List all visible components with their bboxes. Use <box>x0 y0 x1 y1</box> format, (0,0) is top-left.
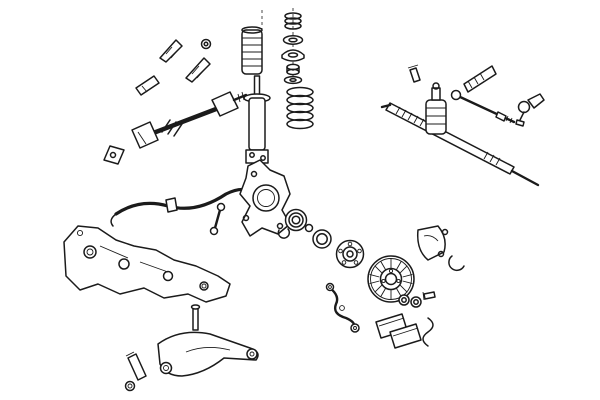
steering-coupling-icon <box>463 65 497 93</box>
outer-cv-joint-icon <box>135 75 160 96</box>
mount-bolt-icon <box>422 291 436 301</box>
strut-top-mount-icon <box>281 49 305 62</box>
pad-wear-clip-icon <box>422 317 434 347</box>
snap-ring-icon <box>277 228 291 239</box>
rack-mounting-bolt-icon <box>407 64 421 83</box>
stabilizer-bar-icon <box>110 187 254 227</box>
pinion-housing-icon <box>425 82 447 135</box>
inner-tie-rod-icon <box>450 89 516 124</box>
cv-boot-large-icon <box>185 57 211 83</box>
shock-absorber-icon <box>243 75 271 164</box>
strut-mount-washer-icon <box>282 35 304 45</box>
stabilizer-link-icon <box>209 202 226 236</box>
caliper-carrier-icon <box>416 225 449 261</box>
strut-mount-bushing-icon <box>286 63 300 76</box>
bump-stop-boot-icon <box>241 26 263 75</box>
spring-seat-cup-icon <box>283 75 303 85</box>
control-arm-icon <box>157 331 259 377</box>
boot-clamp-nut-icon <box>200 38 212 50</box>
brake-disc-icon <box>367 255 415 303</box>
spacer-ring-icon <box>304 223 314 233</box>
brake-hose-icon <box>325 282 360 333</box>
retaining-clip-icon <box>448 255 465 272</box>
coil-spring-icon <box>286 86 314 130</box>
drive-shaft-icon <box>131 91 248 149</box>
bearing-race-icon <box>312 229 332 249</box>
wheel-hub-icon <box>335 239 365 269</box>
wheel-bearing-icon <box>284 208 308 232</box>
rubber-mounts-icon <box>398 294 422 308</box>
pivot-bolt-icon <box>125 351 147 381</box>
arm-bolt-icon <box>190 304 201 331</box>
subframe-icon <box>63 225 231 303</box>
mounting-bracket-icon <box>103 145 125 165</box>
strut-mount-coil-icon <box>284 12 302 30</box>
steering-rack-icon <box>380 102 540 187</box>
steering-knuckle-icon <box>239 159 291 237</box>
bushing-washers-icon <box>124 380 136 392</box>
brake-pads-icon <box>375 313 422 349</box>
tie-rod-end-icon <box>515 93 545 127</box>
cv-boot-small-icon <box>159 39 183 63</box>
ball-joint-icon <box>246 348 258 360</box>
